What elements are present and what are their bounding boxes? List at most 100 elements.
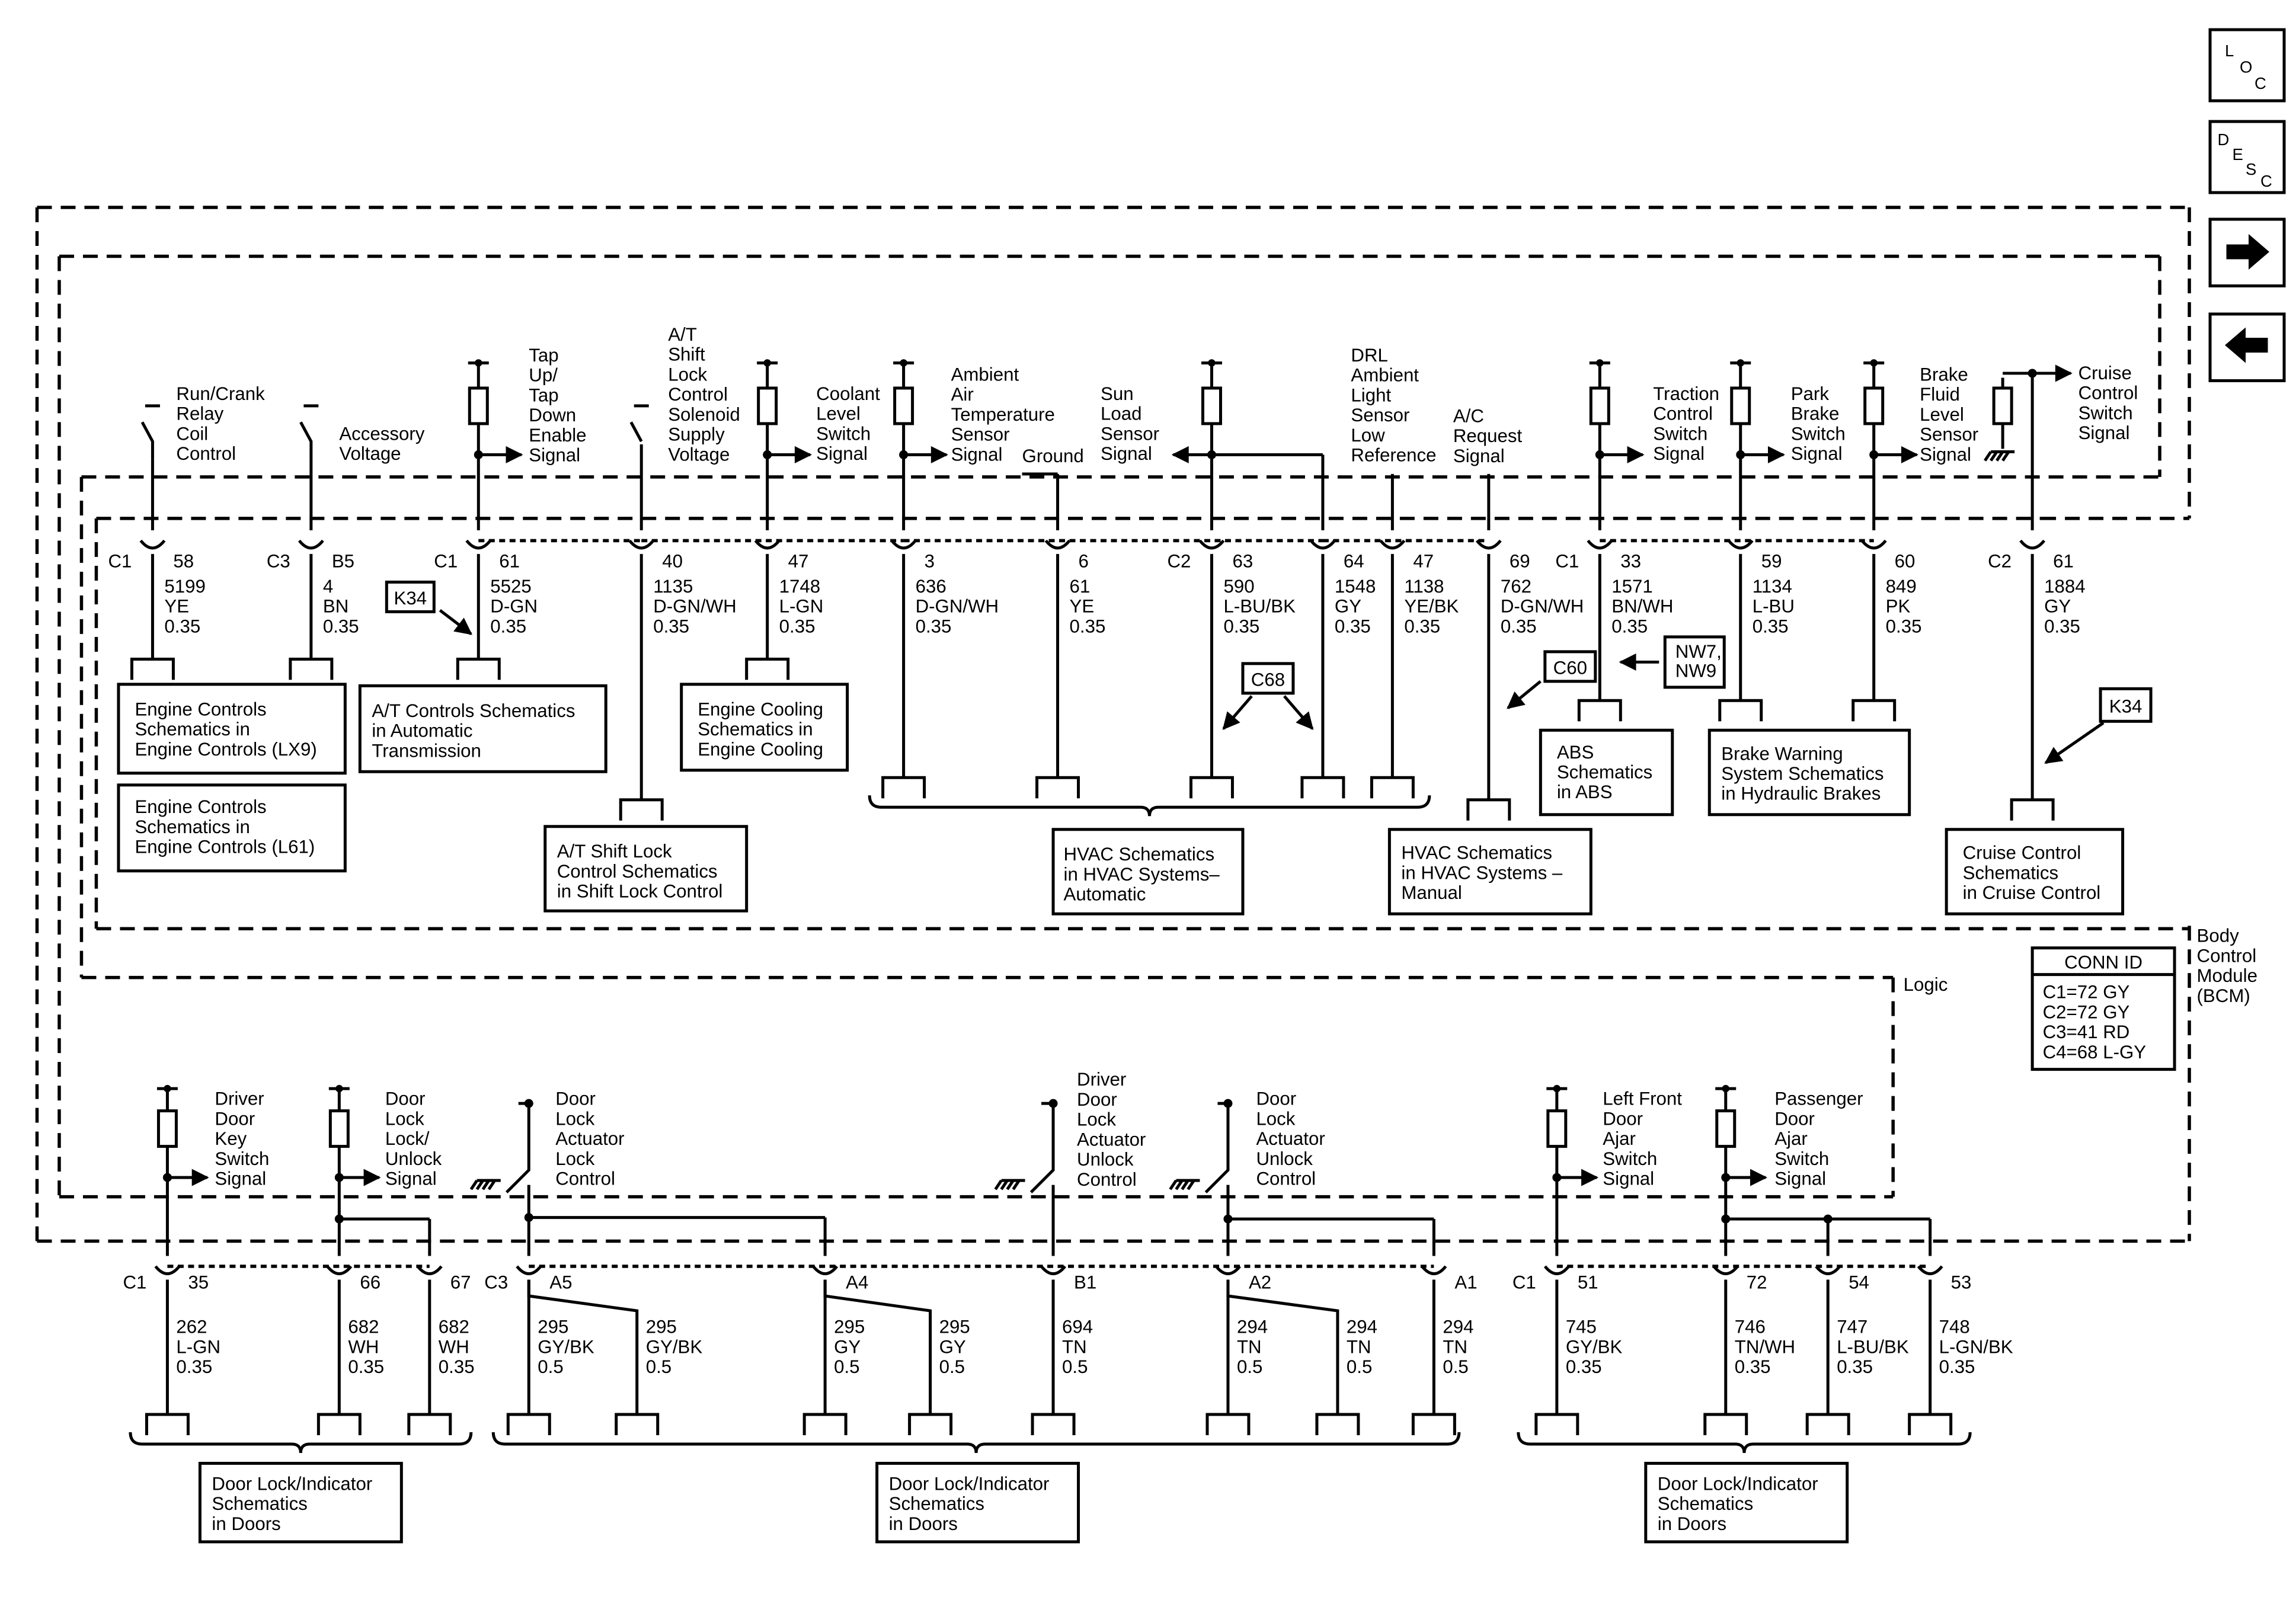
circuit-label-coolant-level: Signal: [816, 443, 868, 464]
wire-spec-brake-fluid: 849: [1886, 576, 1917, 597]
arrow-head: [2055, 364, 2073, 382]
conn-driver-key: C1: [123, 1272, 146, 1293]
pin-accessory: B5: [332, 550, 354, 571]
connector-ac-request: [1475, 539, 1502, 550]
ref-hvac-auto-text: in HVAC Systems–: [1064, 864, 1220, 885]
ref-at-controls: [358, 684, 607, 773]
wire-spec-cruise-control: 1884: [2044, 576, 2085, 597]
connector-lf-ajar: [1543, 1265, 1570, 1276]
conn-accessory: C3: [267, 550, 290, 571]
wire-spec-pin-54: L-BU/BK: [1837, 1336, 1909, 1357]
ref-brake-warning-text: System Schematics: [1721, 763, 1884, 784]
terminal-lock2: [407, 1413, 452, 1435]
ref-hvac-manual-text: in HVAC Systems –: [1401, 862, 1563, 883]
circuit-label-ac-request: Request: [1453, 425, 1523, 446]
circuit-label-ac-request: A/C: [1453, 405, 1484, 426]
ref-doors-3-text: Schematics: [1658, 1493, 1753, 1514]
connector-lock-unlock-2: [416, 1265, 443, 1276]
loc-button[interactable]: [2208, 28, 2286, 103]
loc-letter: O: [2240, 58, 2252, 76]
doors-brace-1: [129, 1432, 473, 1454]
ref-hvac-auto-text: Automatic: [1064, 884, 1146, 905]
ref-engine-lx9-text: Engine Controls: [135, 699, 266, 719]
conn-id-title: CONN ID: [2064, 952, 2142, 973]
terminal-a1: [1411, 1413, 1456, 1435]
doors-brace-2: [491, 1432, 1461, 1454]
wire-spec-lock-control: 295: [538, 1317, 568, 1337]
bcm-label: Body: [2197, 926, 2240, 946]
wire-spec-unlock-control-2: 294: [1347, 1317, 1377, 1337]
ref-at-controls-text: in Automatic: [372, 721, 472, 741]
wire-spec-accessory: 0.35: [323, 616, 359, 636]
ground-hatch: [2001, 451, 2010, 462]
circuit-label-sun-load: Sensor: [1101, 423, 1159, 444]
circuit-label-sun-load: Sun: [1101, 383, 1134, 404]
tag-k34-left: [385, 580, 436, 613]
ref-engine-cooling-text: Schematics in: [698, 719, 813, 740]
arrow-head: [453, 617, 473, 635]
ref-doors-1-text: in Doors: [212, 1513, 280, 1534]
pin-brake-fluid: 60: [1895, 550, 1916, 571]
switch-unlock: [1204, 1103, 1230, 1193]
ref-abs-text: Schematics: [1557, 762, 1652, 783]
ground-hatch: [1990, 451, 1998, 462]
circuit-label-brake-fluid: Brake: [1920, 364, 1968, 385]
ref-doors-1-text: Door Lock/Indicator: [212, 1473, 372, 1494]
logic-label: Logic: [1904, 974, 1948, 995]
arrow-left-icon: [2225, 327, 2268, 363]
bcm-label: Control: [2197, 945, 2257, 966]
connector-sun-load: [1198, 539, 1225, 550]
conn-traction-control: C1: [1555, 550, 1579, 571]
connector-run-crank: [139, 539, 166, 550]
circuit-label-driver-key: Driver: [215, 1089, 264, 1109]
conn-id-entry: C4=68 L-GY: [2043, 1042, 2147, 1062]
wire-spec-lock-control-2: GY/BK: [646, 1336, 703, 1357]
ref-doors-3: [1644, 1461, 1849, 1544]
pullup-resistor: [1589, 386, 1610, 425]
arrow-head: [506, 446, 523, 463]
tag-c68-text: C68: [1251, 669, 1285, 690]
pullup-resistor: [1546, 1109, 1568, 1148]
arrow-head: [794, 446, 812, 463]
circuit-label-shift-lock-supply: Shift: [668, 344, 705, 365]
circuit-label-lf-ajar: Door: [1603, 1108, 1643, 1129]
wire-spec-pin-53: 748: [1939, 1317, 1970, 1337]
conn-sun-load: C2: [1167, 550, 1191, 571]
wire-spec-lock-unlock-2: 0.35: [439, 1356, 475, 1377]
circuit-label-lock-control: Door: [555, 1089, 596, 1109]
terminal-tap: [456, 657, 501, 680]
ref-shift-lock-text: A/T Shift Lock: [557, 841, 672, 862]
pin-sun-load-2: 64: [1344, 550, 1364, 571]
arrow-head: [1750, 1169, 1768, 1186]
circuit-label-unlock-control: Lock: [1256, 1108, 1295, 1129]
wire-spec-shift-lock-supply: 1135: [653, 576, 693, 597]
ground-hatch: [487, 1179, 496, 1190]
pin-lf-ajar: 51: [1578, 1272, 1598, 1293]
circuit-label-run-crank: Relay: [176, 404, 223, 424]
terminal-shift: [619, 798, 664, 821]
ref-abs-text: ABS: [1557, 742, 1594, 763]
wire-spec-unlock-control: 0.5: [1237, 1356, 1262, 1377]
circuit-label-tap-up-down: Signal: [529, 445, 580, 466]
ref-hvac-auto: [1051, 828, 1245, 916]
wire-spec-drl-ambient: YE/BK: [1404, 596, 1459, 617]
circuit-label-lock-control: Lock: [555, 1148, 594, 1169]
ref-engine-l61-text: Schematics in: [135, 817, 250, 837]
ref-engine-lx9-text: Engine Controls (LX9): [135, 739, 316, 760]
pin-park-brake: 59: [1761, 550, 1782, 571]
wire-spec-tap-up-down: 5525: [490, 576, 531, 597]
circuit-label-driver-key: Key: [215, 1128, 247, 1149]
ref-hvac-manual-text: Manual: [1401, 882, 1462, 903]
conn-lock-control: C3: [484, 1272, 508, 1293]
connector-traction-control: [1587, 539, 1613, 550]
desc-letter: D: [2218, 130, 2230, 149]
ref-doors-2-text: in Doors: [889, 1513, 958, 1534]
wire-spec-ambient-air: 0.35: [916, 616, 952, 636]
circuit-label-coolant-level: Switch: [816, 423, 871, 444]
wire-spec-park-brake: L-BU: [1753, 596, 1795, 617]
desc-button[interactable]: [2208, 120, 2286, 194]
desc-letter: C: [2260, 172, 2272, 190]
tag-nw7-text: NW7,: [1675, 641, 1722, 662]
pin-lock-unlock: 66: [360, 1272, 380, 1293]
terminal-a4-2: [908, 1413, 953, 1435]
